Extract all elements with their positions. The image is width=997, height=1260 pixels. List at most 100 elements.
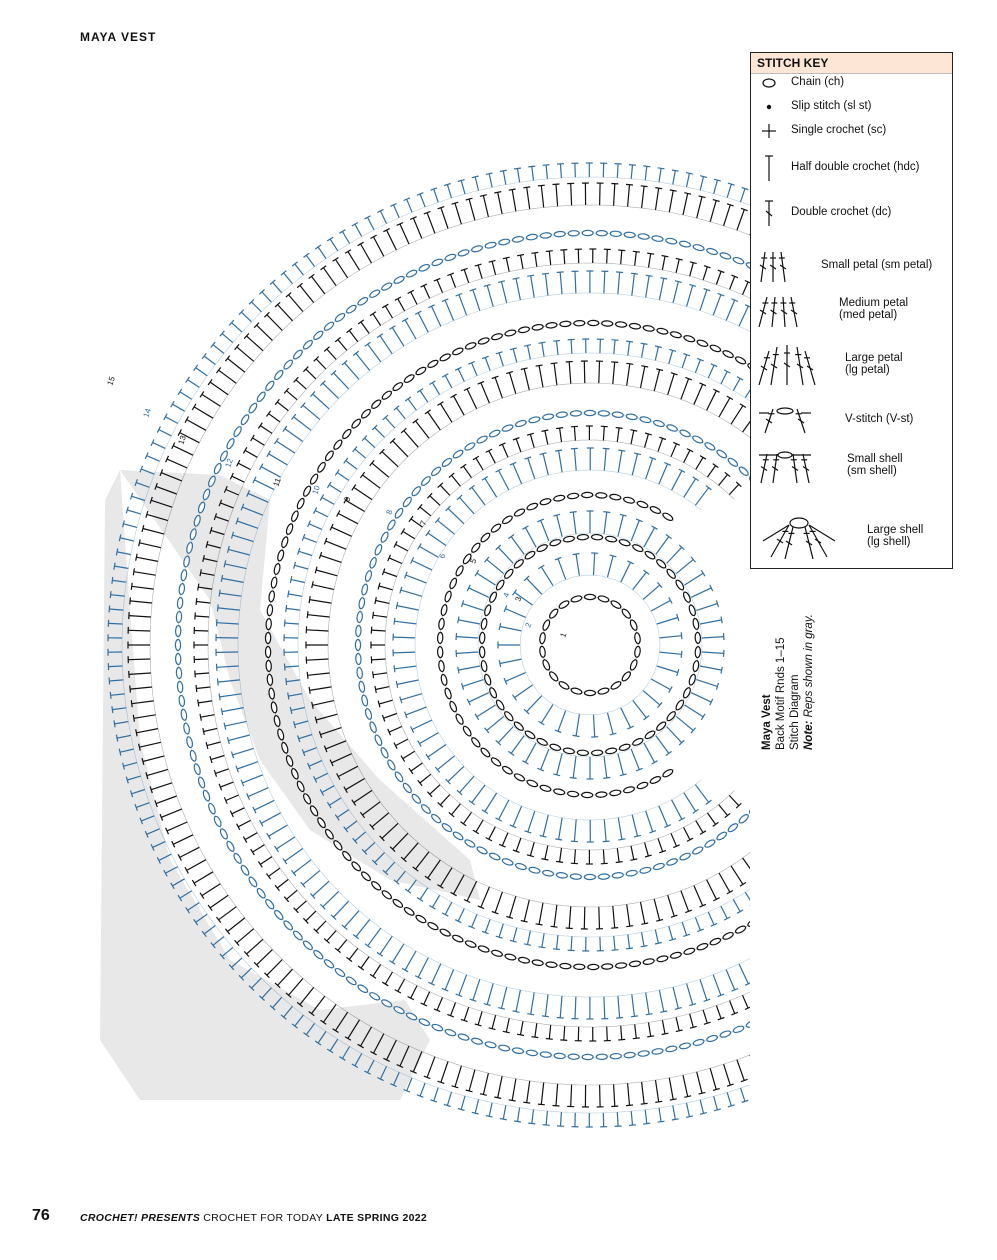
post-cap [735,802,742,809]
post-stitch [259,856,273,865]
post-stitch [305,368,317,380]
post-cap [550,925,558,928]
post-cap [497,280,506,283]
chain-stitch [202,488,211,501]
post-stitch [260,812,281,824]
post-stitch [741,281,749,296]
post-cap [170,882,175,890]
post-stitch [559,163,562,178]
post-cap [111,706,114,714]
chain-stitch [369,992,381,1001]
post-stitch [294,720,309,726]
post-stitch [526,577,543,595]
chain-stitch [402,496,412,508]
post-stitch [655,735,670,754]
post-stitch [293,859,312,874]
post-stitch [497,192,503,215]
post-cap [410,726,415,733]
post-cap [210,341,216,348]
post-stitch [631,814,639,837]
post-cap [273,845,279,853]
post-stitch [127,775,141,781]
chain-stitch [649,776,662,784]
chain-stitch [452,347,464,356]
post-stitch [598,906,601,929]
post-cap [457,616,460,624]
post-stitch [315,713,338,721]
post-cap [291,261,298,267]
chain-stitch [477,337,490,345]
chain-stitch [364,708,373,720]
issue-name: LATE SPRING 2022 [326,1212,428,1224]
post-stitch [384,417,396,429]
post-stitch [312,584,335,590]
post-cap [665,750,672,756]
post-cap [673,844,680,849]
post-cap [408,515,414,523]
post-stitch [498,923,504,938]
post-stitch [221,707,244,713]
post-stitch [626,904,631,927]
post-cap [323,537,328,545]
post-stitch [268,824,288,837]
post-cap [615,426,623,429]
post-stitch [553,904,558,927]
post-stitch [206,543,221,549]
post-cap [352,446,358,453]
chain-stitch [591,533,604,541]
post-stitch [322,382,340,400]
post-stitch [471,784,486,803]
post-cap [512,849,520,853]
post-stitch [634,251,637,266]
post-stitch [430,305,442,327]
post-stitch [683,478,697,498]
chain-stitch [333,439,343,450]
post-cap [545,250,553,253]
post-stitch [524,742,537,763]
round-guide [481,536,699,754]
post-stitch [512,927,518,942]
post-stitch [668,350,674,364]
post-stitch [419,887,429,900]
post-stitch [616,163,619,178]
chain-stitch [570,595,583,603]
post-stitch [502,170,507,185]
post-cap [144,452,149,460]
post-stitch [242,774,264,784]
post-cap [647,252,655,255]
post-cap [235,765,239,773]
post-stitch [739,188,746,203]
post-cap [550,362,558,365]
post-stitch [179,846,200,858]
post-cap [346,956,353,963]
chain-stitch [270,576,278,589]
post-stitch [730,865,744,885]
chain-stitch [277,549,285,562]
chain-stitch [539,784,552,792]
post-stitch [394,665,417,670]
post-stitch [146,768,169,777]
post-stitch [666,546,683,564]
post-cap [357,1043,364,1049]
post-stitch [497,546,514,564]
post-cap [416,388,424,394]
chain-stitch [553,1052,566,1060]
post-cap [685,909,693,914]
post-stitch [603,996,606,1019]
post-cap [640,185,648,188]
chain-stitch [449,700,458,713]
post-stitch [732,899,741,912]
post-cap [483,1003,491,1007]
post-stitch [344,362,360,380]
post-stitch [256,324,273,341]
chain-stitch [548,608,559,619]
post-stitch [440,207,449,229]
chain-stitch [562,747,575,755]
post-cap [686,448,694,453]
chain-stitch [531,959,544,967]
chain-stitch [642,958,655,965]
chain-stitch [526,502,539,511]
chain-stitch [514,419,527,428]
post-cap [240,503,245,511]
post-cap [282,857,288,865]
